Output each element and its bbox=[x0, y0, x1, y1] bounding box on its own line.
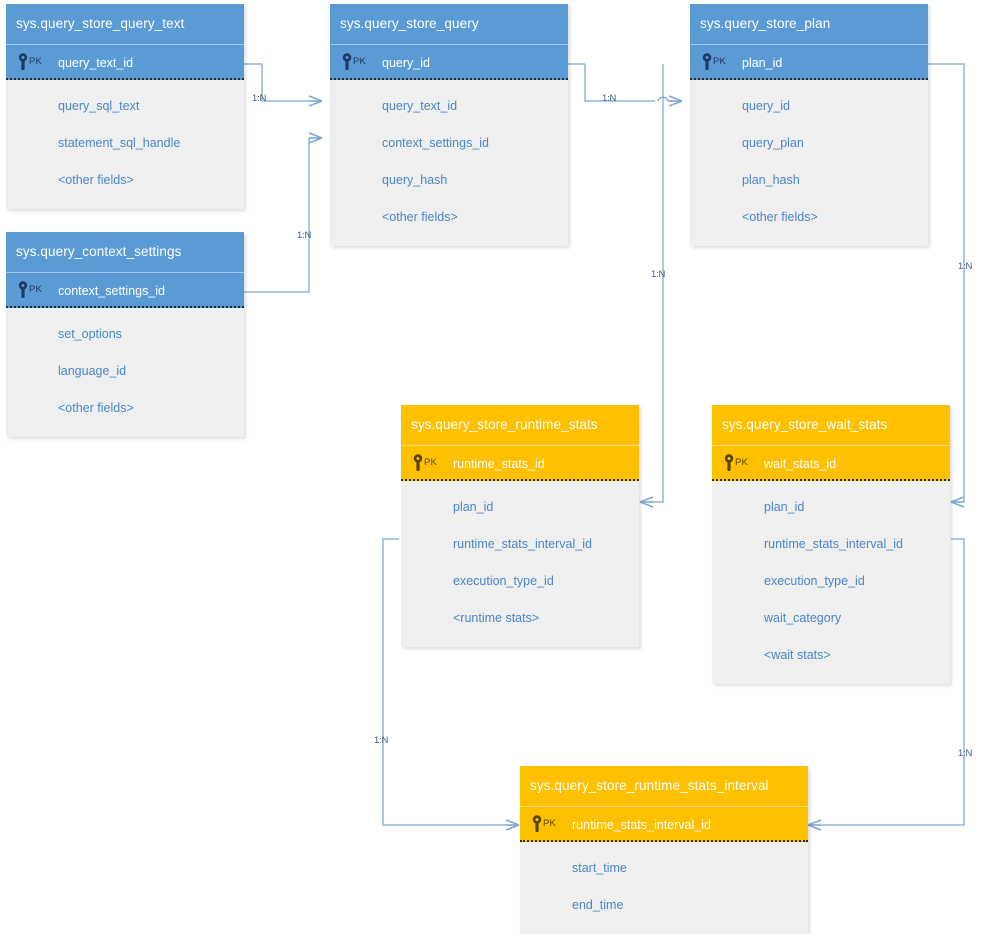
pk-field-name: query_id bbox=[382, 56, 430, 70]
field-row: start_time bbox=[572, 861, 627, 875]
rel-label-interval-wait_stats: 1:N bbox=[958, 748, 973, 759]
pk-label: PK bbox=[29, 55, 43, 67]
pk-field-name: runtime_stats_interval_id bbox=[572, 818, 711, 832]
entity-fields: plan_id runtime_stats_interval_id execut… bbox=[712, 481, 950, 684]
field-row: query_id bbox=[742, 99, 790, 113]
primary-key-icon: PK bbox=[18, 280, 46, 299]
field-row: plan_hash bbox=[742, 173, 800, 187]
entity-fields: query_sql_text statement_sql_handle <oth… bbox=[6, 80, 244, 209]
primary-key-icon: PK bbox=[413, 453, 441, 472]
rel-label-interval-runtime_stats: 1:N bbox=[374, 735, 389, 746]
pk-field-name: wait_stats_id bbox=[764, 457, 837, 471]
field-row: query_plan bbox=[742, 136, 804, 150]
field-row: <other fields> bbox=[742, 210, 818, 224]
rel-line-query-plan-a bbox=[568, 63, 655, 102]
field-row: <other fields> bbox=[58, 401, 134, 415]
field-row: query_sql_text bbox=[58, 99, 140, 113]
entity-pk-row[interactable]: PK plan_id bbox=[690, 44, 928, 80]
field-row: set_options bbox=[58, 327, 122, 341]
entity-pk-row[interactable]: PK runtime_stats_interval_id bbox=[520, 806, 808, 842]
entity-fields: query_id query_plan plan_hash <other fie… bbox=[690, 80, 928, 246]
field-row: end_time bbox=[572, 898, 624, 912]
entity-title: sys.query_store_query_text bbox=[6, 4, 244, 44]
field-row: plan_id bbox=[764, 500, 805, 514]
entity-title: sys.query_store_plan bbox=[690, 4, 928, 44]
pk-field-name: runtime_stats_id bbox=[453, 457, 545, 471]
entity-pk-row[interactable]: PK context_settings_id bbox=[6, 272, 244, 308]
primary-key-icon: PK bbox=[532, 814, 560, 833]
primary-key-icon: PK bbox=[702, 52, 730, 71]
entity-pk-row[interactable]: PK wait_stats_id bbox=[712, 445, 950, 481]
rel-label-context_settings-query: 1:N bbox=[297, 230, 312, 241]
rel-label-query-plan: 1:N bbox=[602, 93, 617, 104]
entity-fields: start_time end_time bbox=[520, 842, 808, 934]
field-row: <runtime stats> bbox=[453, 611, 540, 625]
pk-field-name: plan_id bbox=[742, 56, 783, 70]
field-row: execution_type_id bbox=[453, 574, 554, 588]
field-row: context_settings_id bbox=[382, 136, 490, 150]
field-row: <wait stats> bbox=[764, 648, 831, 662]
pk-label: PK bbox=[29, 283, 43, 295]
pk-label: PK bbox=[713, 55, 727, 67]
entity-fields: query_text_id context_settings_id query_… bbox=[330, 80, 568, 246]
rel-line-query-plan-hop bbox=[657, 96, 678, 102]
entity-title: sys.query_context_settings bbox=[6, 232, 244, 272]
pk-label: PK bbox=[424, 456, 438, 468]
pk-field-name: query_text_id bbox=[58, 56, 134, 70]
rel-label-query_text-query: 1:N bbox=[252, 93, 267, 104]
rel-line-plan-runtime_stats bbox=[644, 64, 664, 503]
entity-title: sys.query_store_query bbox=[330, 4, 568, 44]
field-row: runtime_stats_interval_id bbox=[764, 537, 903, 551]
rel-label-plan-wait_stats: 1:N bbox=[958, 261, 973, 272]
entity-fields: set_options language_id <other fields> bbox=[6, 308, 244, 437]
pk-field-name: context_settings_id bbox=[58, 284, 166, 298]
entity-pk-row[interactable]: PK runtime_stats_id bbox=[401, 445, 639, 481]
primary-key-icon: PK bbox=[18, 52, 46, 71]
field-row: <other fields> bbox=[382, 210, 458, 224]
field-row: plan_id bbox=[453, 500, 494, 514]
entity-pk-row[interactable]: PK query_text_id bbox=[6, 44, 244, 80]
field-row: query_text_id bbox=[382, 99, 458, 113]
rel-line-interval-runtime_stats bbox=[382, 538, 515, 826]
entity-pk-row[interactable]: PK query_id bbox=[330, 44, 568, 80]
rel-line-interval-wait_stats bbox=[812, 538, 965, 826]
entity-query_store_runtime_stats[interactable]: sys.query_store_runtime_stats PK runtime… bbox=[401, 405, 639, 647]
entity-title: sys.query_store_wait_stats bbox=[712, 405, 950, 445]
entity-query_store_query[interactable]: sys.query_store_query PK query_id query_… bbox=[330, 4, 568, 246]
rel-label-plan-runtime_stats: 1:N bbox=[651, 269, 666, 280]
entity-query_store_runtime_stats_interval[interactable]: sys.query_store_runtime_stats_interval P… bbox=[520, 766, 808, 934]
rel-line-query_text-query bbox=[244, 63, 318, 102]
field-row: execution_type_id bbox=[764, 574, 865, 588]
field-row: statement_sql_handle bbox=[58, 136, 181, 150]
entity-query_store_wait_stats[interactable]: sys.query_store_wait_stats PK wait_stats… bbox=[712, 405, 950, 684]
field-row: wait_category bbox=[764, 611, 842, 625]
field-row: runtime_stats_interval_id bbox=[453, 537, 592, 551]
primary-key-icon: PK bbox=[342, 52, 370, 71]
pk-label: PK bbox=[735, 456, 749, 468]
primary-key-icon: PK bbox=[724, 453, 752, 472]
entity-title: sys.query_store_runtime_stats_interval bbox=[520, 766, 808, 806]
entity-query_context_settings[interactable]: sys.query_context_settings PK context_se… bbox=[6, 232, 244, 437]
entity-query_store_query_text[interactable]: sys.query_store_query_text PK query_text… bbox=[6, 4, 244, 209]
field-row: query_hash bbox=[382, 173, 448, 187]
entity-query_store_plan[interactable]: sys.query_store_plan PK plan_id query_id… bbox=[690, 4, 928, 246]
rel-line-context_settings-query bbox=[244, 137, 318, 293]
field-row: <other fields> bbox=[58, 173, 134, 187]
pk-label: PK bbox=[353, 55, 367, 67]
entity-title: sys.query_store_runtime_stats bbox=[401, 405, 639, 445]
entity-fields: plan_id runtime_stats_interval_id execut… bbox=[401, 481, 639, 647]
field-row: language_id bbox=[58, 364, 127, 378]
pk-label: PK bbox=[543, 817, 557, 829]
